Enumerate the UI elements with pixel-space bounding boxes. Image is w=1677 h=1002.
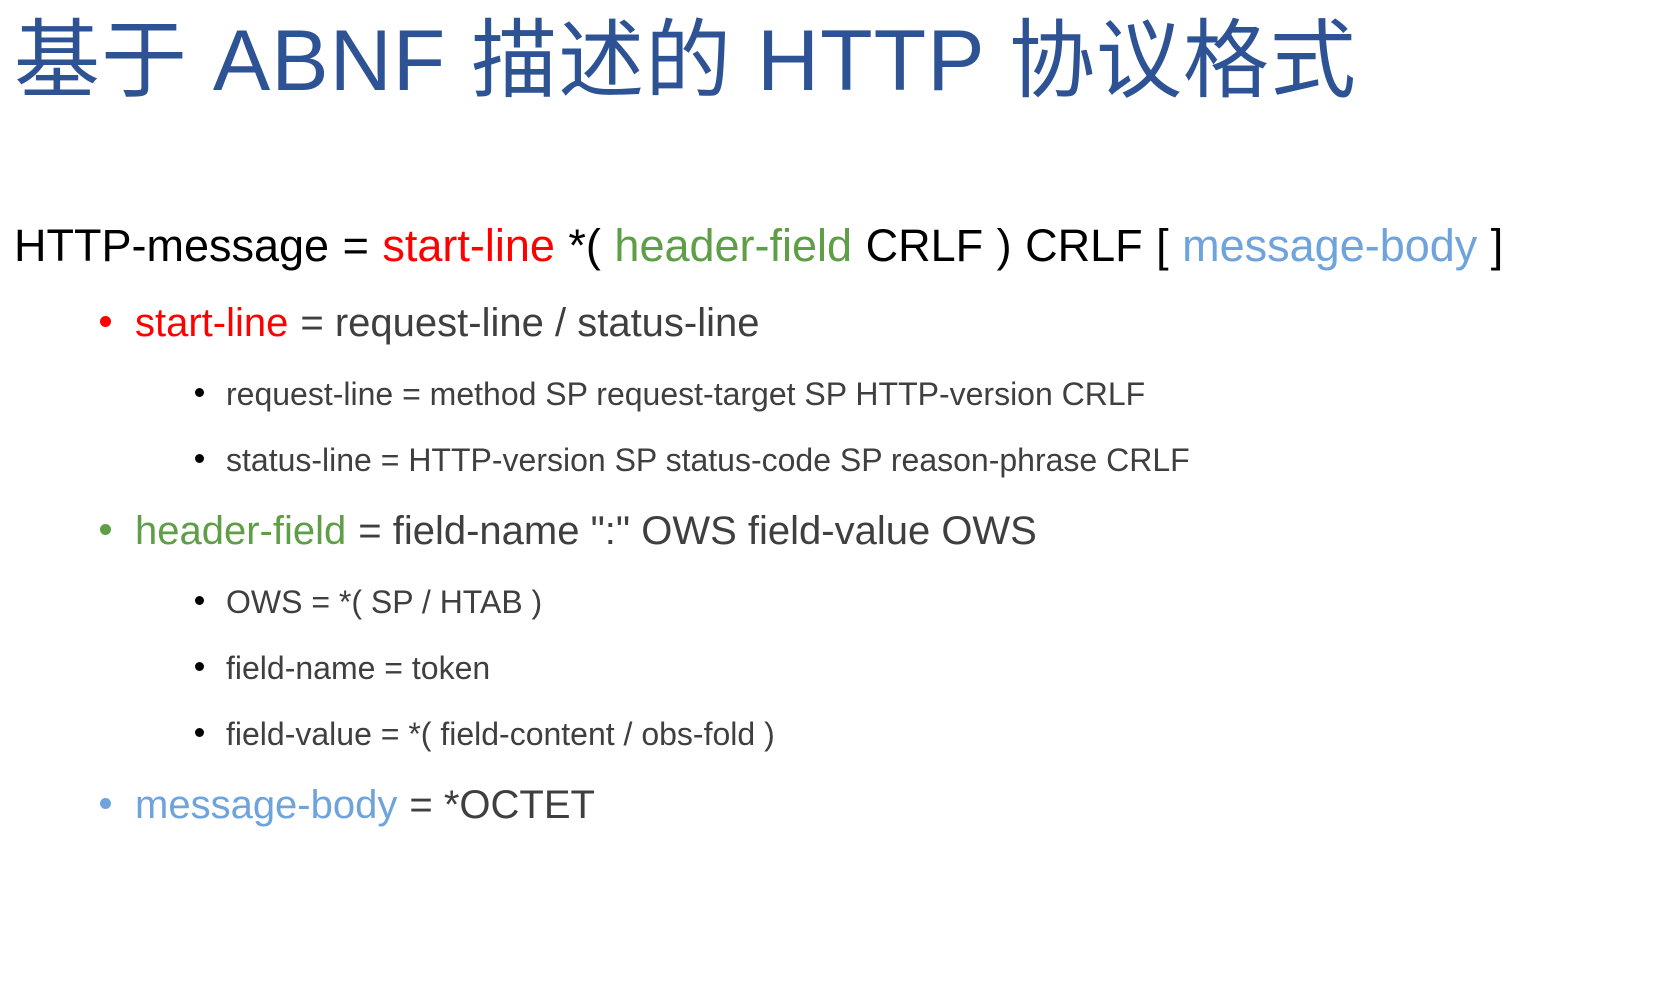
rule-request-line: request-line = method SP request-target … xyxy=(0,372,1677,416)
message-body-definition: = *OCTET xyxy=(409,783,595,827)
rule-start-line: start-line = request-line / status-line xyxy=(0,296,1677,350)
bullet-icon-ows xyxy=(195,596,204,605)
rule-header-field: header-field = field-name ":" OWS field-… xyxy=(0,504,1677,558)
bullet-icon-status-line xyxy=(195,454,204,463)
ows-text: OWS = *( SP / HTAB ) xyxy=(226,584,543,620)
page-title: 基于 ABNF 描述的 HTTP 协议格式 xyxy=(14,13,1357,109)
bullet-icon-header-field xyxy=(100,524,111,535)
bullet-icon-request-line xyxy=(195,388,204,397)
rule-status-line: status-line = HTTP-version SP status-cod… xyxy=(0,438,1677,482)
bullet-icon-field-value xyxy=(195,728,204,737)
token-star-paren-open: *( xyxy=(568,220,601,271)
field-value-text: field-value = *( field-content / obs-fol… xyxy=(226,716,775,752)
start-line-definition: = request-line / status-line xyxy=(300,301,760,345)
rule-message-body: message-body = *OCTET xyxy=(0,778,1677,832)
token-crlf-1: CRLF xyxy=(865,220,984,271)
http-message-lhs: HTTP-message xyxy=(14,220,330,271)
token-paren-close: ) xyxy=(996,220,1012,271)
header-field-name: header-field xyxy=(135,509,347,553)
message-body-name: message-body xyxy=(135,783,398,827)
token-header-field: header-field xyxy=(614,220,853,271)
status-line-text: status-line = HTTP-version SP status-cod… xyxy=(226,442,1190,478)
token-message-body: message-body xyxy=(1182,220,1478,271)
bullet-icon-message-body xyxy=(100,798,111,809)
token-bracket-open: [ xyxy=(1156,220,1169,271)
http-message-equals: = xyxy=(342,220,369,271)
slide-body: HTTP-message = start-line *( header-fiel… xyxy=(0,216,1677,854)
token-crlf-2: CRLF xyxy=(1025,220,1143,271)
rule-ows: OWS = *( SP / HTAB ) xyxy=(0,580,1677,624)
token-bracket-close: ] xyxy=(1490,220,1504,271)
bullet-icon-start-line xyxy=(100,316,111,327)
rule-field-value: field-value = *( field-content / obs-fol… xyxy=(0,712,1677,756)
request-line-text: request-line = method SP request-target … xyxy=(226,376,1146,412)
header-field-definition: = field-name ":" OWS field-value OWS xyxy=(358,509,1037,553)
bullet-icon-field-name xyxy=(195,662,204,671)
rule-http-message: HTTP-message = start-line *( header-fiel… xyxy=(0,216,1677,276)
start-line-name: start-line xyxy=(135,301,289,345)
field-name-text: field-name = token xyxy=(226,650,491,686)
token-start-line: start-line xyxy=(382,220,555,271)
rule-field-name: field-name = token xyxy=(0,646,1677,690)
